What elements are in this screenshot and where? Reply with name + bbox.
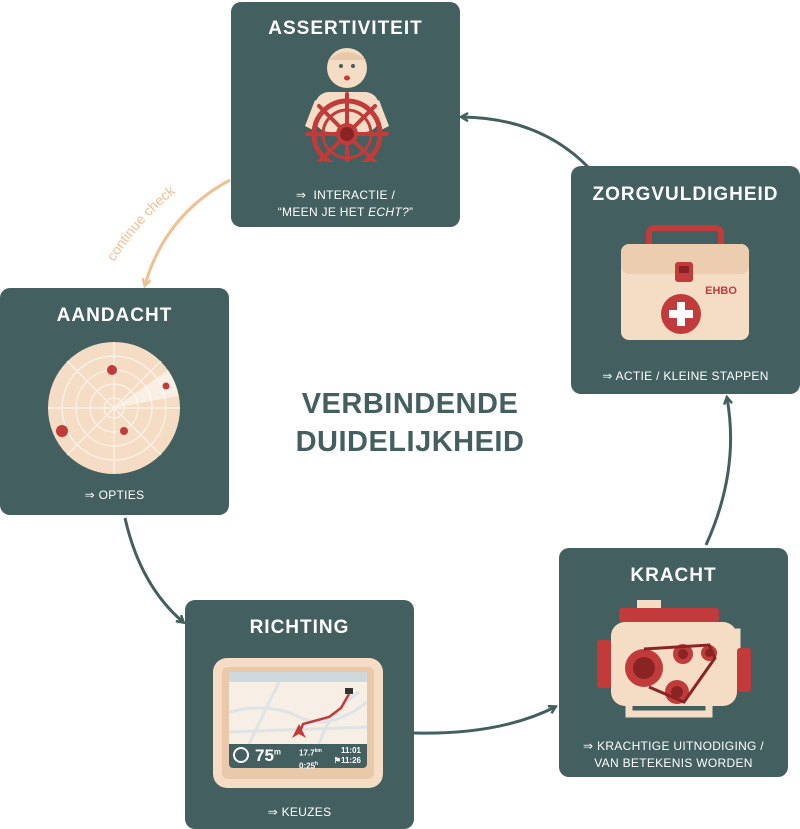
gps-clock: 11:01 [340, 746, 361, 755]
card-title: AANDACHT [56, 305, 173, 326]
card-caption: ⇒ OPTIES [84, 488, 145, 502]
card-title: KRACHT [630, 565, 717, 586]
arrow-aandacht-to-richting [123, 517, 183, 622]
card-zorgvuldigheid: ZORGVULDIGHEID EHBO ⇒ ACTIE / KLEINE STA… [571, 166, 800, 394]
card-caption: ⇒ ACTIE / KLEINE STAPPEN [602, 369, 769, 383]
gps-status-bar: 75m 17.7km 0:25h 11:01 ⚑11:26 [229, 744, 367, 771]
card-title: RICHTING [249, 617, 350, 638]
gps-map [229, 672, 367, 744]
arrow-zorgvuldigheid-to-assertiviteit [462, 117, 590, 169]
arrow-continue-check [145, 178, 231, 285]
finish-flag-icon: ⚑ [333, 756, 341, 765]
caption-quote-close: ” [408, 205, 414, 219]
arrow-kracht-to-zorgvuldigheid [704, 398, 731, 546]
gps-remaining-time: 0:25 [299, 761, 316, 771]
card-caption: ⇒ KRACHTIGE UITNODIGING / VAN BETEKENIS … [559, 738, 788, 772]
caption-line2: “MEEN JE HET [277, 205, 369, 219]
center-title: VERBINDENDE DUIDELIJKHEID [230, 385, 590, 461]
gps-eta: 11:26 [340, 756, 361, 765]
arrow-richting-to-kracht [413, 707, 555, 735]
gps-times: 11:01 ⚑11:26 [334, 746, 361, 766]
gps-remaining: 17.7km 0:25h [299, 746, 322, 771]
card-richting: RICHTING 75m 17.7km 0:25h 11:01 [185, 600, 414, 829]
card-caption: ⇒ KEUZES [267, 805, 332, 819]
gps-navigator-icon: 75m 17.7km 0:25h 11:01 ⚑11:26 [213, 658, 383, 788]
engine-icon [597, 600, 751, 718]
card-kracht: KRACHT ⇒ KRACHTIGE UITNODIGING / VAN BET… [559, 548, 788, 777]
center-title-line2: DUIDELIJKHEID [295, 426, 525, 458]
card-assertiviteit: ASSERTIVITEIT ⇒ INTERACTIE / “MEEN JE HE… [231, 2, 460, 227]
gps-remaining-km-unit: km [314, 748, 322, 754]
gps-remaining-km: 17.7 [299, 748, 315, 758]
gps-distance-unit: m [273, 747, 282, 757]
card-title: ZORGVULDIGHEID [592, 184, 779, 205]
card-aandacht: AANDACHT ⇒ OPTIES [0, 288, 229, 515]
turn-icon [233, 747, 249, 763]
center-title-line1: VERBINDENDE [301, 388, 519, 420]
gps-distance: 75m [255, 746, 281, 766]
caption-line1: ⇒ KRACHTIGE UITNODIGING / [583, 739, 764, 753]
gps-remaining-time-unit: h [315, 760, 319, 767]
sailor-helm-icon [305, 48, 389, 162]
caption-line2: VAN BETEKENIS WORDEN [594, 756, 753, 770]
kit-label: EHBO [705, 285, 737, 297]
radar-icon [48, 342, 180, 474]
caption-emphasis: ECHT? [368, 205, 409, 219]
gps-distance-value: 75 [255, 746, 274, 765]
card-caption: ⇒ INTERACTIE / “MEEN JE HET ECHT?” [231, 187, 460, 221]
continue-check-label: continue check [103, 182, 178, 264]
card-title: ASSERTIVITEIT [268, 18, 423, 39]
caption-line1: INTERACTIE / [313, 188, 396, 202]
first-aid-kit-icon: EHBO [621, 225, 749, 340]
caption-arrow: ⇒ [295, 188, 307, 202]
